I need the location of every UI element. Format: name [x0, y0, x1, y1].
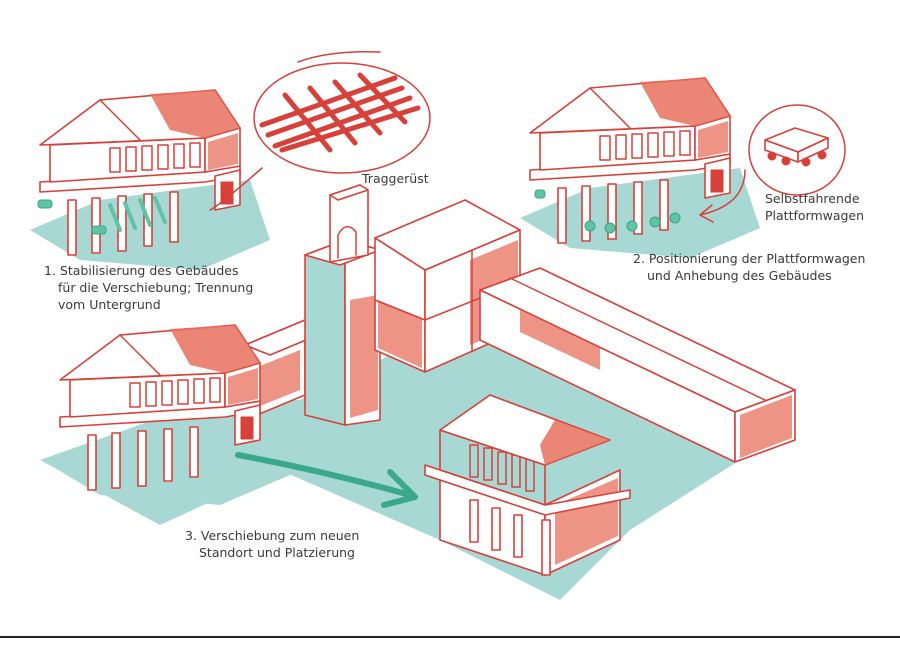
bottom-divider	[0, 636, 900, 638]
label-traggeruest: Traggerüst	[362, 170, 429, 187]
label-step2: 2. Positionierung der Plattformwagen und…	[633, 250, 865, 284]
label-step2-line2: und Anhebung des Gebäudes	[647, 268, 832, 283]
move-arrow	[235, 452, 418, 508]
plattform-callout	[699, 104, 846, 223]
label-step1-line3: vom Untergrund	[58, 297, 161, 312]
platform-icon	[764, 127, 829, 167]
house-step2	[519, 77, 761, 259]
label-step1: 1. Stabilisierung des Gebäudes für die V…	[44, 262, 253, 313]
long-wing	[479, 267, 796, 463]
traggeruest-callout	[209, 50, 431, 211]
central-complex	[244, 184, 796, 463]
label-step2-line1: 2. Positionierung der Plattformwagen	[633, 251, 866, 266]
label-traggeruest-text: Traggerüst	[362, 171, 429, 186]
scaffold-icon	[259, 72, 421, 153]
label-step1-line2: für die Verschiebung; Trennung	[58, 280, 254, 295]
label-step3: 3. Verschiebung zum neuen Standort und P…	[185, 527, 359, 561]
label-step3-line1: 3. Verschiebung zum neuen	[185, 528, 360, 543]
label-plattform: Selbstfahrende Plattformwagen	[765, 190, 864, 224]
label-plattform-line1: Selbstfahrende	[765, 191, 860, 206]
house-step3	[424, 394, 631, 576]
label-step1-line1: 1. Stabilisierung des Gebäudes	[44, 263, 239, 278]
house-step1	[29, 89, 271, 271]
rollers-step1	[37, 196, 167, 235]
label-plattform-line2: Plattformwagen	[765, 208, 865, 223]
tower	[304, 184, 381, 426]
label-step3-line2: Standort und Platzierung	[199, 545, 355, 560]
platform-wheels-step2	[534, 189, 681, 234]
